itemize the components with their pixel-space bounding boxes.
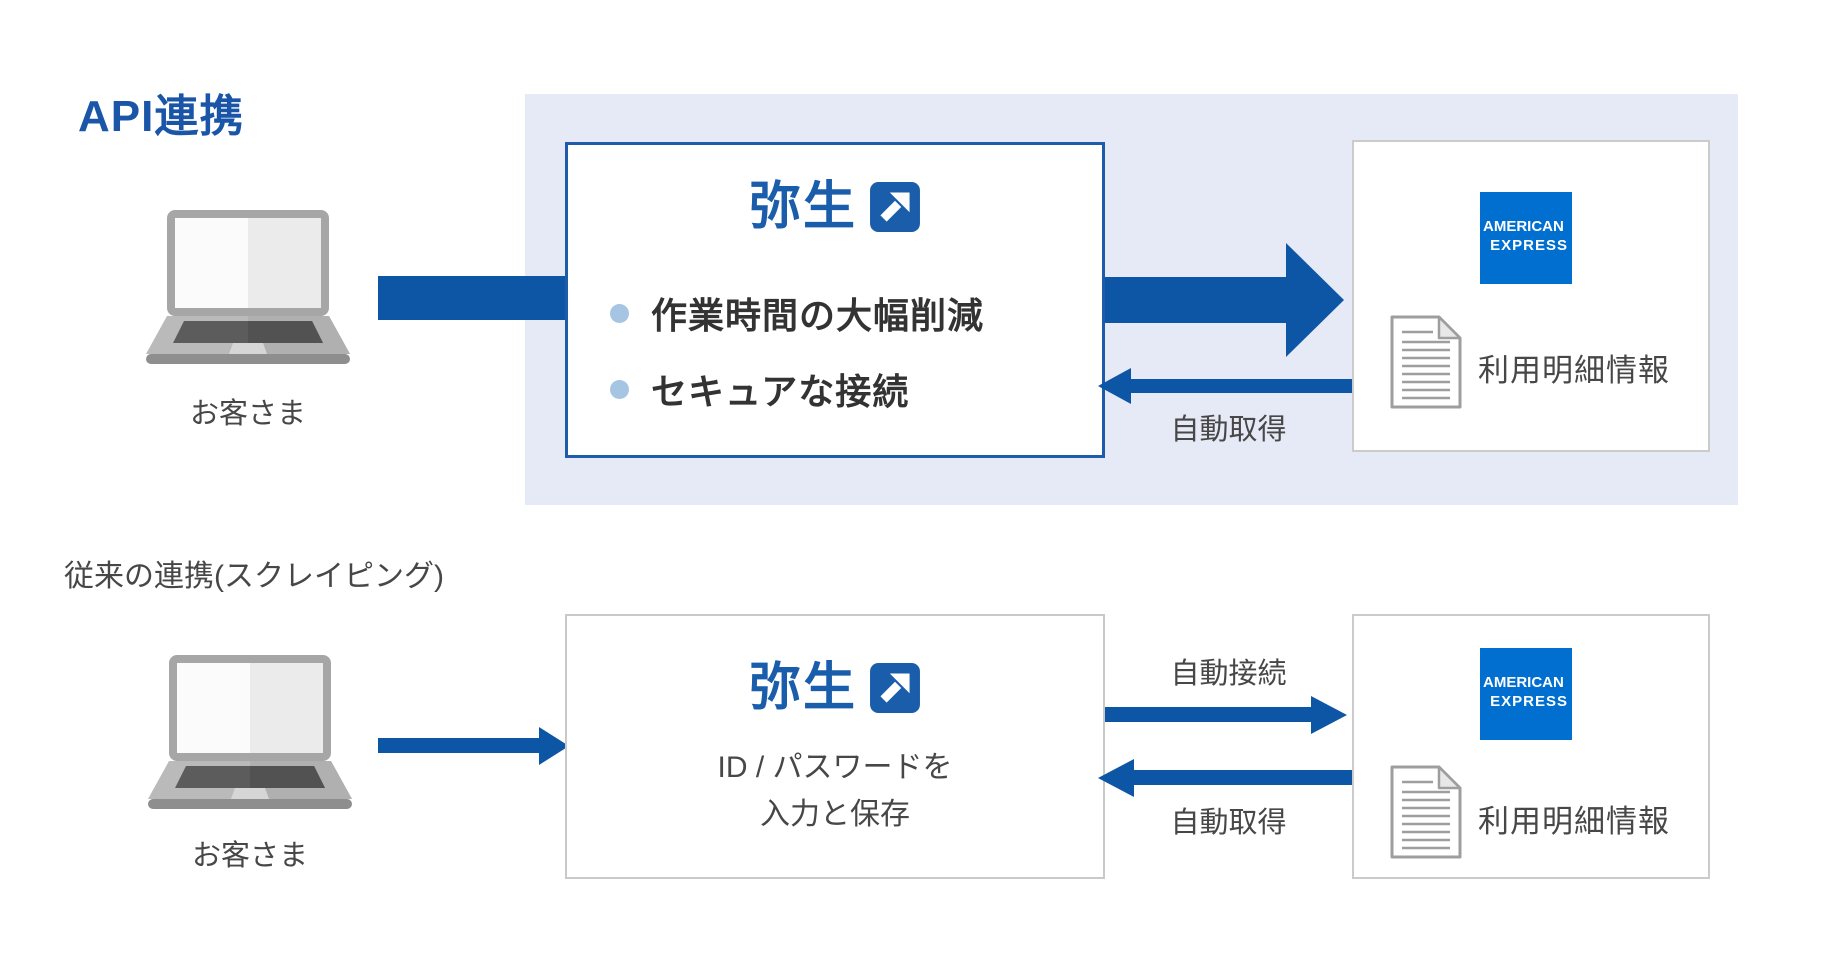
yayoi-logo: 弥生: [567, 662, 1103, 714]
yayoi-logo-text: 弥生: [748, 178, 857, 236]
credential-description-line1: ID / パスワードを: [717, 751, 953, 784]
amex-logo: AMERICAN EXPRESS: [1480, 648, 1572, 740]
laptop-icon: [148, 655, 352, 809]
bullet-dot-icon: [610, 379, 629, 399]
api-fetch-arrow-head: [1098, 368, 1131, 404]
amex-box-api: AMERICAN EXPRESS 利用明細情報: [1352, 140, 1710, 452]
document-icon: [1390, 315, 1462, 409]
legacy-connect-arrow: [1105, 707, 1311, 722]
legacy-connect-arrow-head: [1311, 696, 1347, 734]
yayoi-box-legacy: 弥生 ID / パスワードを 入力と保存: [565, 614, 1105, 879]
amex-logo: AMERICAN EXPRESS: [1480, 192, 1572, 284]
amex-box-legacy: AMERICAN EXPRESS 利用明細情報: [1352, 614, 1710, 879]
yayoi-arrow-icon: [870, 182, 920, 232]
legacy-heading: 従来の連携(スクレイピング): [64, 560, 444, 593]
yayoi-arrow-icon: [870, 663, 920, 713]
benefit-label: 作業時間の大幅削減: [651, 295, 985, 336]
bullet-dot-icon: [610, 303, 629, 323]
amex-logo-line2: EXPRESS: [1490, 693, 1568, 710]
benefit-item: 作業時間の大幅削減: [610, 287, 984, 339]
yayoi-logo: 弥生: [568, 181, 1102, 233]
fetch-arrow-label: 自動取得: [1170, 414, 1287, 446]
amex-logo-line2: EXPRESS: [1490, 237, 1568, 254]
api-send-arrow-head: [1286, 243, 1344, 357]
benefit-label: セキュアな接続: [651, 371, 910, 412]
legacy-request-arrow: [378, 738, 539, 753]
benefit-item: セキュアな接続: [610, 363, 909, 415]
amex-logo-line1: AMERICAN: [1483, 218, 1564, 235]
amex-logo-line1: AMERICAN: [1483, 674, 1564, 691]
api-fetch-arrow: [1131, 379, 1352, 393]
legacy-fetch-arrow: [1133, 770, 1352, 785]
api-send-arrow: [1105, 277, 1286, 323]
api-request-bar: [378, 276, 566, 320]
document-icon: [1390, 765, 1462, 859]
customer-label: お客さま: [189, 398, 306, 430]
connect-arrow-label: 自動接続: [1170, 658, 1287, 690]
legacy-request-arrow-head: [539, 727, 569, 765]
page-title: API連携: [78, 92, 245, 141]
yayoi-logo-text: 弥生: [748, 659, 857, 717]
legacy-fetch-arrow-head: [1098, 759, 1134, 797]
statement-label: 利用明細情報: [1478, 353, 1670, 388]
yayoi-box-api: 弥生 作業時間の大幅削減 セキュアな接続: [565, 142, 1105, 458]
statement-label: 利用明細情報: [1478, 804, 1670, 839]
customer-label: お客さま: [191, 840, 308, 872]
laptop-icon: [146, 210, 350, 364]
fetch-arrow-label: 自動取得: [1170, 807, 1287, 839]
credential-description: ID / パスワードを 入力と保存: [567, 744, 1103, 838]
credential-description-line2: 入力と保存: [760, 798, 910, 831]
